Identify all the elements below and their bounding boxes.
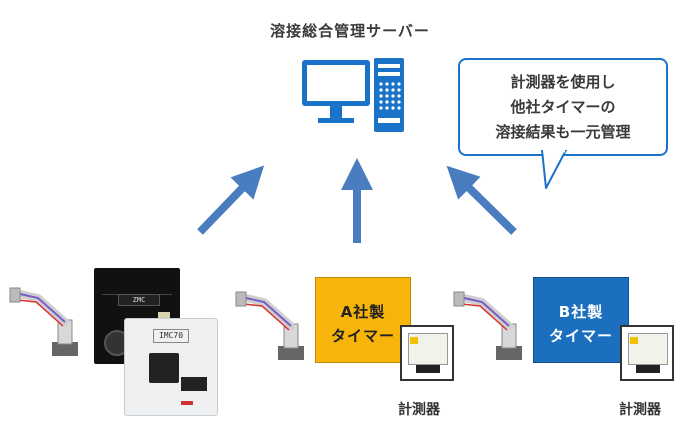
diagram-title: 溶接総合管理サーバー [270, 22, 430, 40]
timer-a-line-2: タイマー [330, 327, 395, 345]
imc-controller: IMC70 [124, 318, 218, 416]
callout-box [458, 58, 668, 156]
server-tower-icon [374, 58, 404, 132]
timer-a-line-1: A社製 [340, 303, 386, 321]
callout-tail [541, 150, 567, 189]
timer-b-box: B社製 タイマー [533, 277, 629, 363]
zmc-label: ZMC [118, 294, 160, 306]
zmc-handle [102, 276, 172, 295]
meter-label-2: 計測器 [619, 402, 661, 418]
arrow-right [446, 165, 517, 235]
meter-label-1: 計測器 [398, 402, 440, 418]
timer-a-box: A社製 タイマー [315, 277, 411, 363]
server-icon [302, 58, 404, 132]
callout-line-1: 計測器を使用し [510, 73, 616, 91]
imc-indicator [181, 401, 193, 405]
welding-robot-icon [235, 291, 304, 360]
timer-b-line-1: B社製 [558, 303, 604, 321]
callout-text: 計測器を使用し 他社タイマーの 溶接結果も一元管理 [458, 70, 668, 145]
imc-display [181, 377, 207, 391]
callout-line-3: 溶接結果も一元管理 [495, 123, 631, 141]
measuring-device-icon [400, 325, 454, 381]
computer-monitor-icon [302, 60, 370, 123]
welding-robot-icon [9, 287, 78, 356]
callout-line-2: 他社タイマーの [510, 98, 616, 116]
arrow-left [197, 165, 265, 235]
measuring-device-icon [620, 325, 674, 381]
timer-b-line-2: タイマー [548, 327, 613, 345]
imc-label: IMC70 [153, 329, 189, 343]
imc-dial-panel [149, 353, 179, 383]
welding-robot-icon [453, 291, 522, 360]
